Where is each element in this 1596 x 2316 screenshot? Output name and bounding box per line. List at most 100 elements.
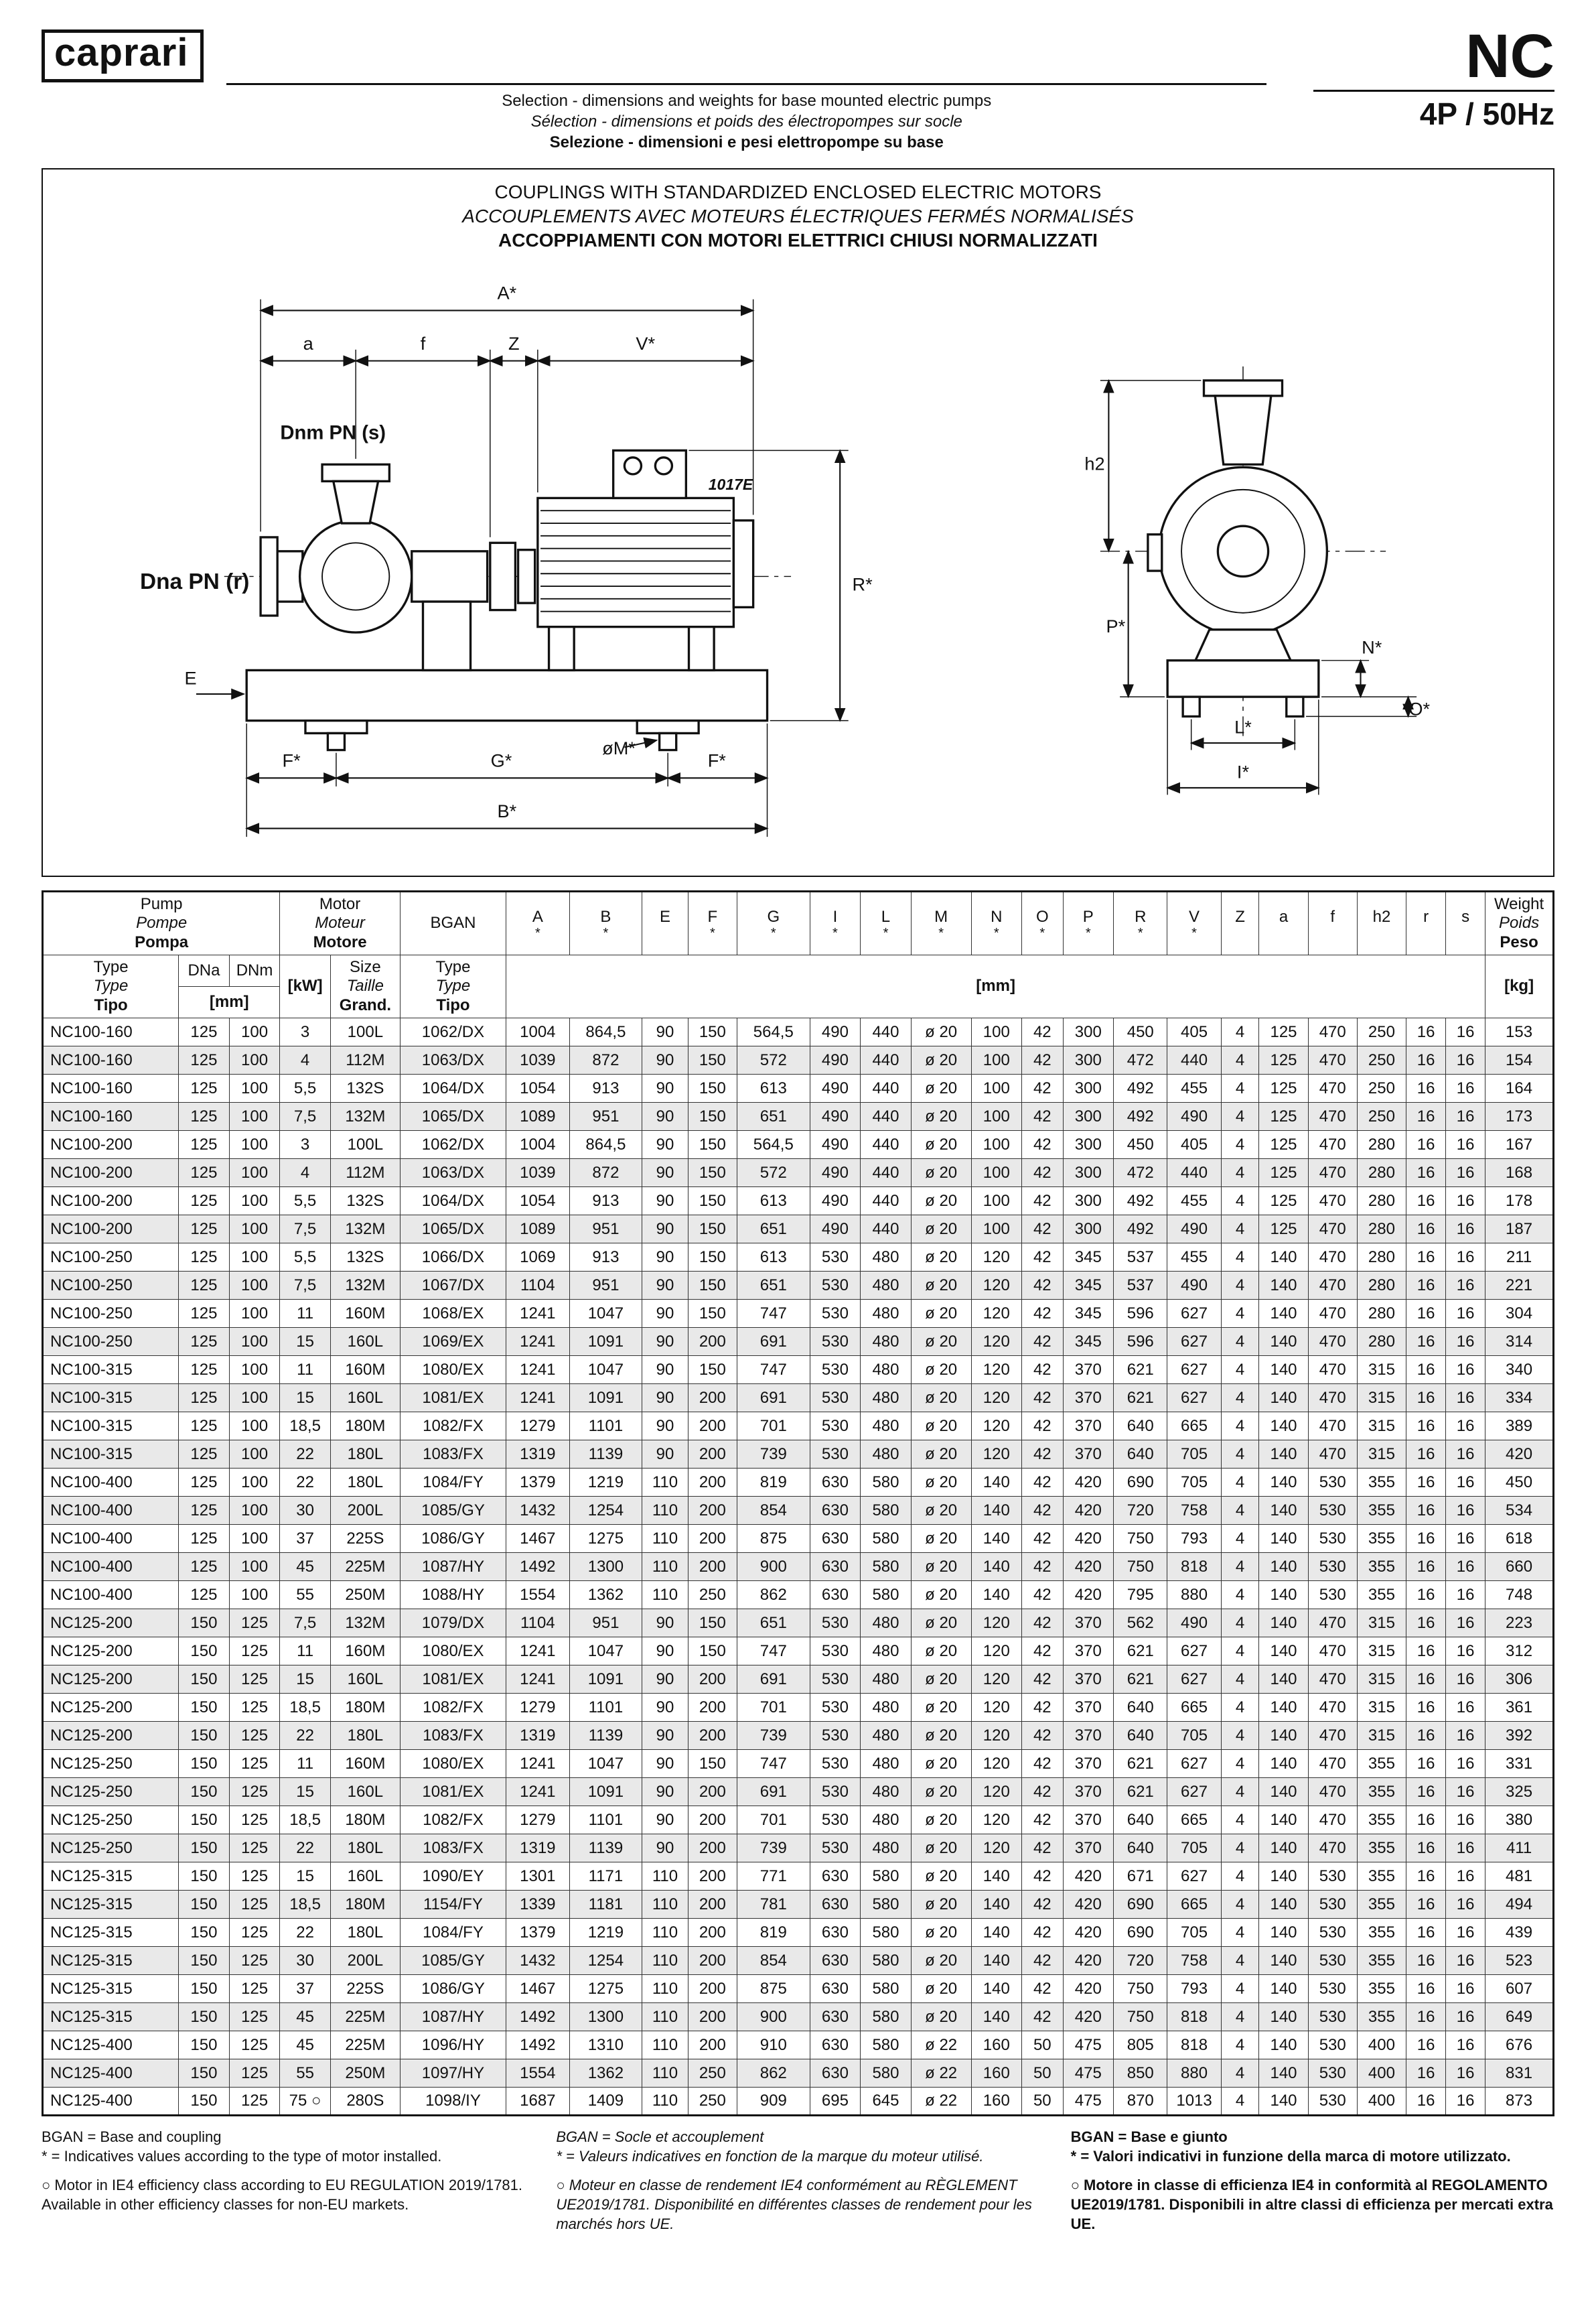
cell: 180L	[330, 1918, 401, 1948]
cell: 572	[736, 1046, 810, 1075]
cell: 1083/FX	[399, 1834, 507, 1863]
cell: 150	[178, 1609, 230, 1638]
cell: 4	[1220, 1693, 1260, 1722]
cell: ø 20	[910, 1806, 972, 1835]
cell: 16	[1406, 1046, 1447, 1075]
cell: 671	[1113, 1862, 1168, 1891]
cell: 690	[1113, 1890, 1168, 1919]
cell: 223	[1485, 1609, 1554, 1638]
col-header-O: O*	[1021, 891, 1064, 956]
cell: 771	[736, 1862, 810, 1891]
cell: 160L	[330, 1383, 401, 1413]
cell: 492	[1113, 1074, 1168, 1103]
cell: 16	[1406, 1215, 1447, 1244]
cell: 100	[228, 1299, 281, 1329]
cell: 4	[1220, 2059, 1260, 2088]
cell: 300	[1062, 1102, 1114, 1132]
cell: 150	[687, 1102, 737, 1132]
cell-pump-type: NC100-250	[42, 1327, 179, 1357]
cell: 1241	[506, 1665, 570, 1694]
cell: 475	[1062, 2059, 1114, 2088]
cell: 7,5	[279, 1271, 331, 1300]
cell: 580	[860, 1468, 912, 1497]
cell: 120	[970, 1637, 1023, 1666]
table-header-row-2: Type Type Tipo DNa DNm [kW] Size Taille …	[42, 955, 1554, 1019]
cell: 1013	[1167, 2087, 1222, 2116]
cell: 564,5	[736, 1130, 810, 1160]
cell: 621	[1113, 1355, 1168, 1385]
col-header-I: I*	[809, 891, 861, 956]
cell: 16	[1406, 1074, 1447, 1103]
cell: 15	[279, 1862, 331, 1891]
col-header-G: G*	[736, 891, 810, 956]
cell: 1139	[569, 1440, 643, 1469]
cell: 132S	[330, 1243, 401, 1272]
cell: 100	[970, 1130, 1023, 1160]
cell: 42	[1021, 1862, 1064, 1891]
cell: 530	[809, 1609, 861, 1638]
cell: 140	[1258, 2087, 1309, 2116]
cell: 140	[1258, 1749, 1309, 1779]
cell: 621	[1113, 1383, 1168, 1413]
cell: 530	[809, 1243, 861, 1272]
cell: 630	[809, 1496, 861, 1525]
cell: 300	[1062, 1074, 1114, 1103]
cell: 580	[860, 1890, 912, 1919]
cell: 225M	[330, 1552, 401, 1582]
cell: 621	[1113, 1777, 1168, 1807]
cell: ø 20	[910, 1496, 972, 1525]
cell: 530	[1307, 2031, 1358, 2060]
cell: 140	[1258, 1609, 1309, 1638]
cell: 596	[1113, 1327, 1168, 1357]
cell: 100	[228, 1327, 281, 1357]
cell: 872	[569, 1046, 643, 1075]
cell: 370	[1062, 1749, 1114, 1779]
cell: 90	[642, 1721, 688, 1751]
cell: 676	[1485, 2031, 1554, 2060]
cell: ø 20	[910, 1777, 972, 1807]
cell: 125	[178, 1524, 230, 1554]
cell: 4	[1220, 1271, 1260, 1300]
cell: 480	[860, 1271, 912, 1300]
cell: 125	[228, 2087, 281, 2116]
cell: 110	[642, 2059, 688, 2088]
cell: 580	[860, 1946, 912, 1976]
cell: 355	[1356, 1496, 1407, 1525]
cell: 280	[1356, 1327, 1407, 1357]
cell: 455	[1167, 1186, 1222, 1216]
cell: 3	[279, 1018, 331, 1047]
cell: 125	[1258, 1158, 1309, 1188]
cell: 100	[970, 1158, 1023, 1188]
cell: ø 20	[910, 1102, 972, 1132]
cell: 250	[687, 2059, 737, 2088]
cell: 440	[860, 1186, 912, 1216]
dim-label-O: O*	[1408, 698, 1430, 719]
cell-pump-type: NC100-400	[42, 1496, 179, 1525]
cell-pump-type: NC100-250	[42, 1243, 179, 1272]
cell: 613	[736, 1243, 810, 1272]
cell: 140	[1258, 2059, 1309, 2088]
cell: 140	[1258, 1806, 1309, 1835]
cell: 18,5	[279, 1890, 331, 1919]
cell: 140	[970, 1946, 1023, 1976]
dim-label-L: L*	[1234, 716, 1252, 737]
cell-pump-type: NC100-400	[42, 1552, 179, 1582]
cell: 125	[1258, 1018, 1309, 1047]
cell: 42	[1021, 1299, 1064, 1329]
col-header-s: s	[1445, 891, 1486, 956]
cell: 1241	[506, 1777, 570, 1807]
cell: 470	[1307, 1130, 1358, 1160]
cell: 951	[569, 1215, 643, 1244]
cell: 4	[1220, 1524, 1260, 1554]
cell: 15	[279, 1383, 331, 1413]
cell: 16	[1406, 1327, 1447, 1357]
cell: 125	[1258, 1102, 1309, 1132]
cell: 1084/FY	[399, 1918, 507, 1948]
cell: 1101	[569, 1412, 643, 1441]
cell: 125	[178, 1580, 230, 1610]
cell: 492	[1113, 1186, 1168, 1216]
cell: ø 20	[910, 2002, 972, 2032]
